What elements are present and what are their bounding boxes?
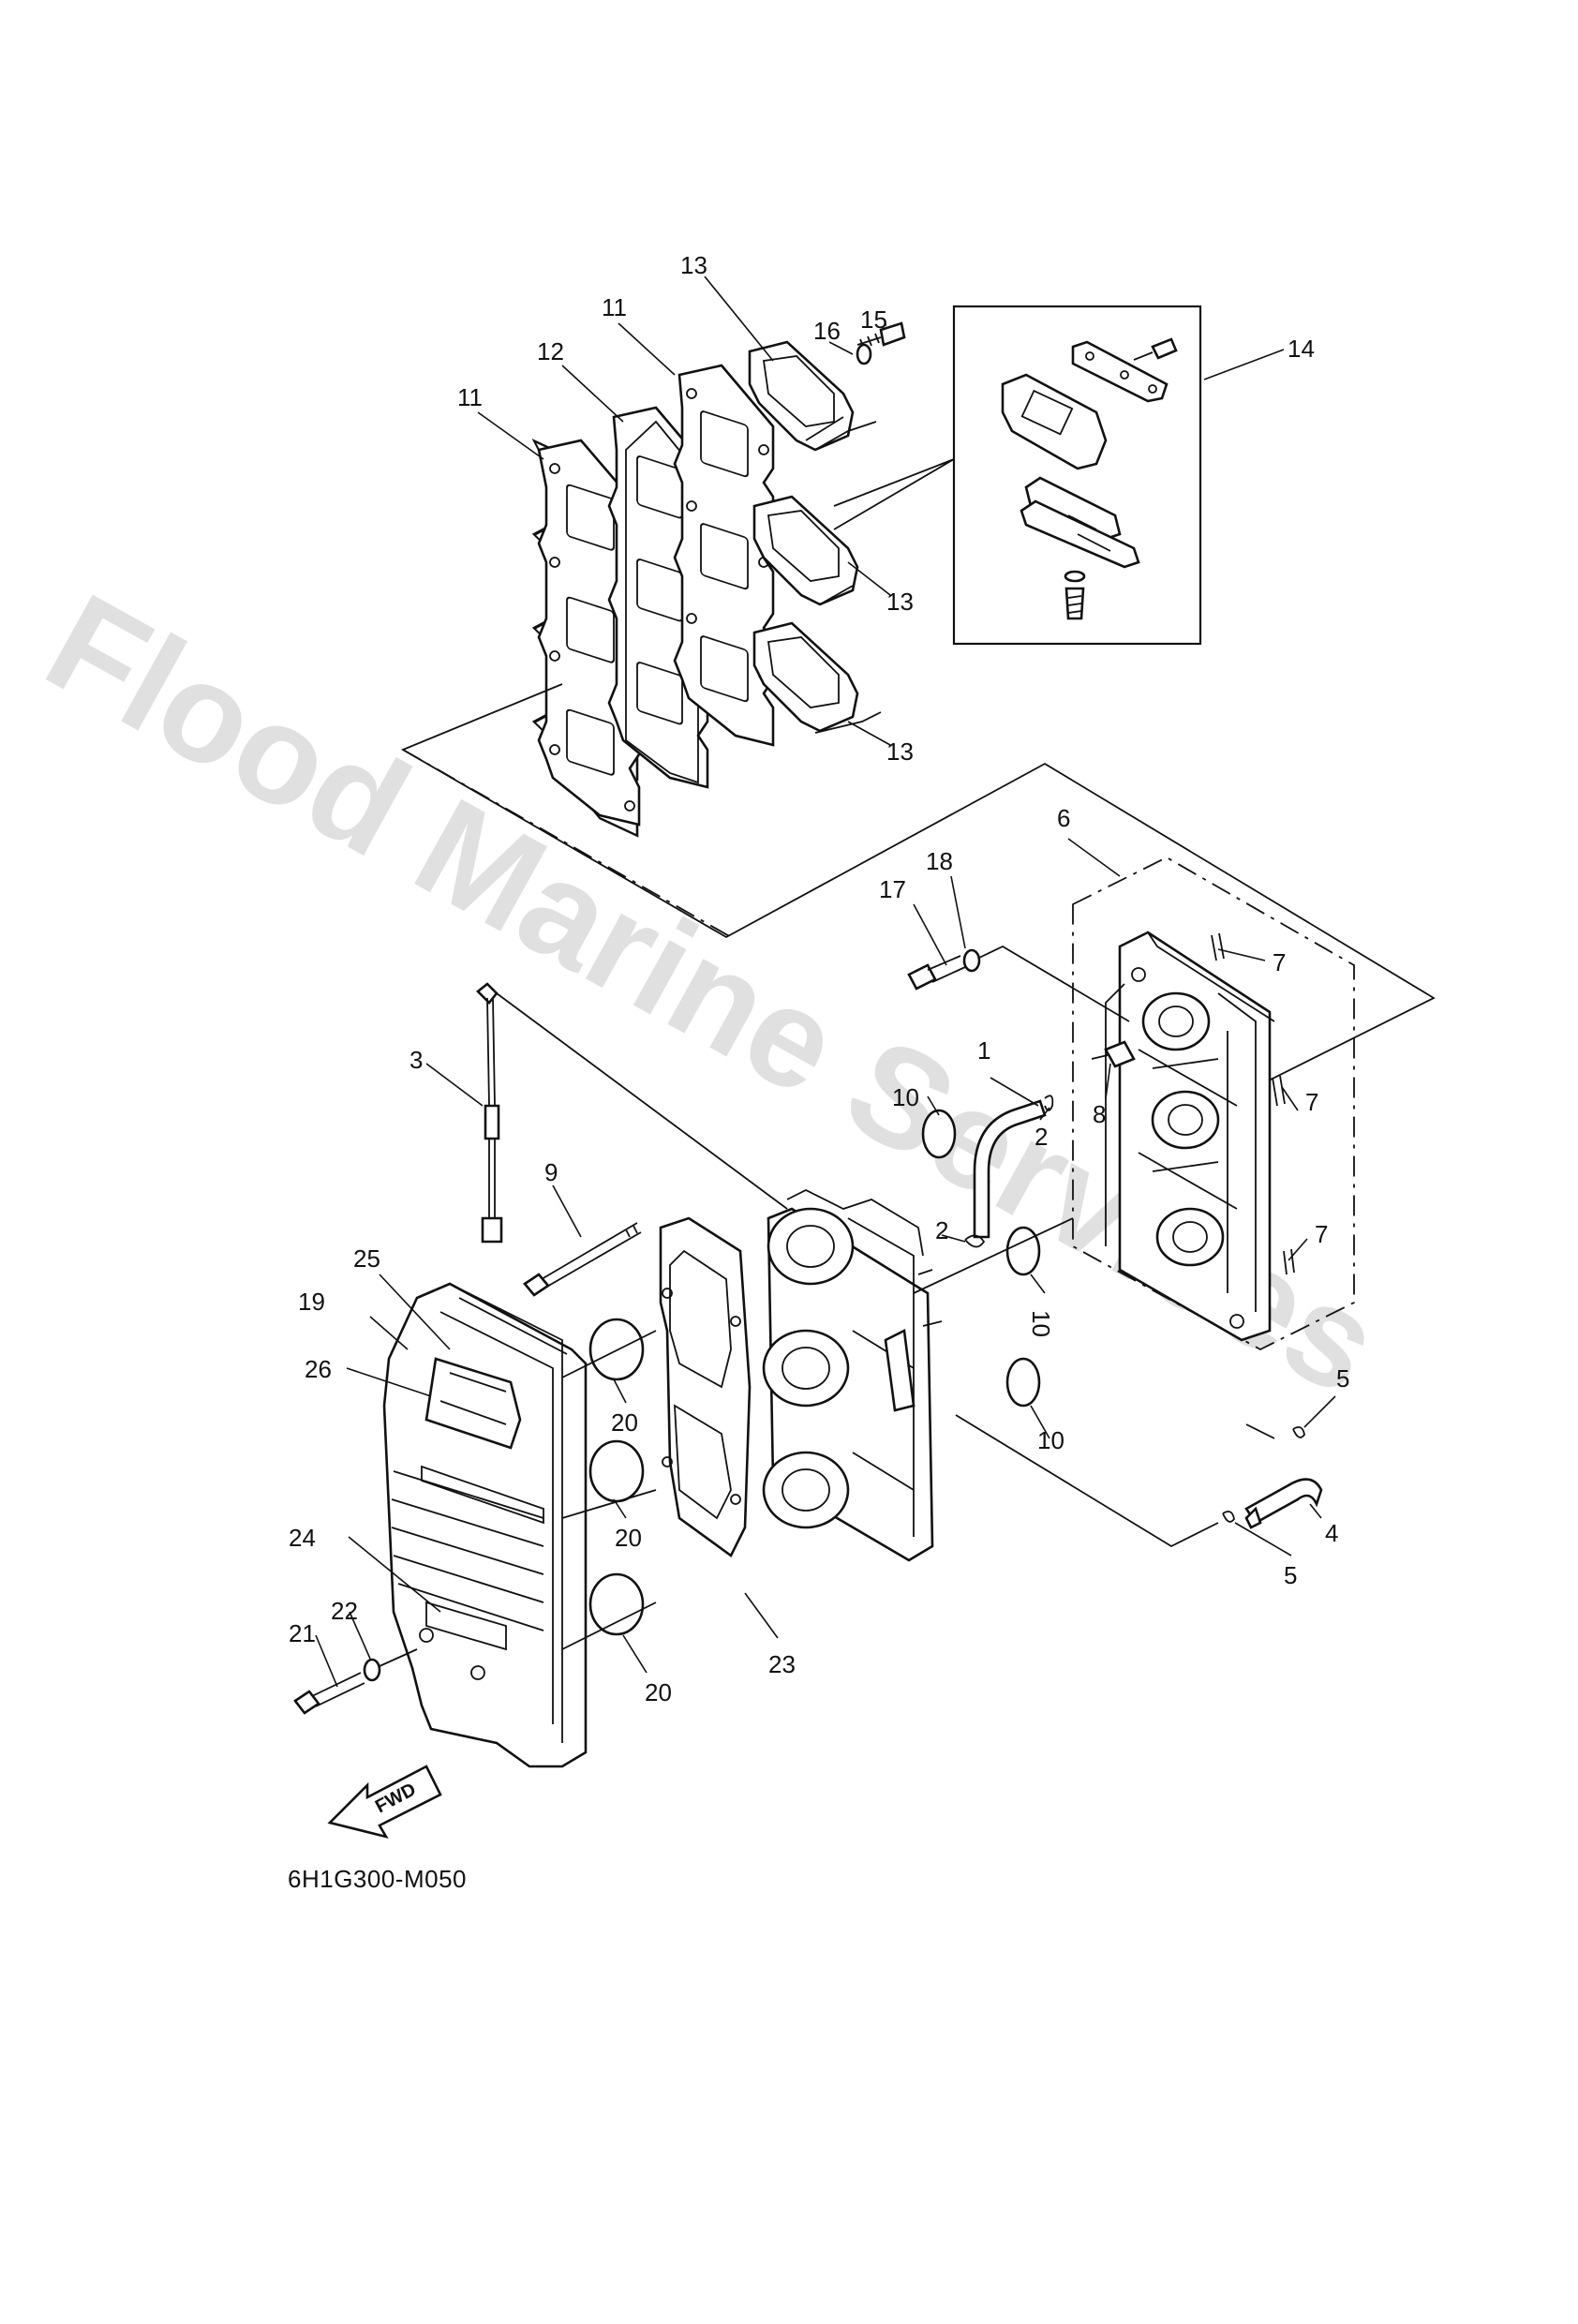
callout-11-upper: 11 [602,293,627,321]
callout-20-top: 20 [611,1408,638,1437]
leader-silencer-to-gasket [561,1330,657,1650]
pin-7-middle [1272,1075,1286,1107]
pin-7-top [1211,932,1225,961]
callout-3: 3 [409,1046,423,1074]
assembly-frame [400,683,1436,1107]
silencer-cover-19 [382,1282,588,1768]
callout-18: 18 [926,847,953,875]
washer-16 [856,343,872,365]
leader-carb-to-manifold [913,1217,1219,1548]
callout-2-lower: 2 [935,1216,948,1244]
carburetor-body [762,1188,943,1562]
clip-5-top [1245,1423,1305,1439]
callout-13-top: 13 [680,251,707,279]
callout-8: 8 [1093,1100,1106,1128]
callout-19: 19 [298,1288,325,1316]
callout-26: 26 [305,1355,332,1383]
callout-10-bottom: 10 [1037,1426,1064,1454]
reed-valve-13-middle [752,495,859,606]
callout-9: 9 [544,1158,558,1186]
callout-7-top: 7 [1273,948,1286,976]
callout-23: 23 [768,1650,796,1678]
leader-rod-to-carb [496,992,788,1210]
washer-18 [962,948,981,973]
callout-16: 16 [813,317,841,345]
callout-1: 1 [977,1036,990,1065]
fitting-8 [1091,1040,1136,1068]
o-ring-10-top [921,1109,957,1159]
callout-labels: 13 11 12 11 16 15 14 13 13 6 17 18 7 7 7… [289,251,1349,1706]
long-bolt-9 [523,1222,642,1297]
o-ring-20-mid [588,1439,645,1503]
callout-13-middle: 13 [886,588,914,616]
callout-20-bottom: 20 [645,1678,672,1706]
callout-13-bottom: 13 [886,737,914,766]
linkage-rod-3 [476,982,503,1244]
leader-inset-to-reed [833,458,955,530]
callout-20-mid: 20 [615,1524,642,1552]
clip-2-top [1044,1095,1054,1111]
gasket-11-left-plate [537,439,641,827]
callout-7-bottom: 7 [1315,1220,1328,1248]
callout-21: 21 [289,1619,316,1647]
o-ring-10-mid [1005,1226,1041,1276]
callout-25: 25 [353,1244,380,1273]
callout-4: 4 [1325,1519,1338,1547]
leader-washer-to-manifold [978,945,1130,1022]
fwd-arrow: FWD [327,1765,442,1840]
diagram-code: 6H1G300-M050 [288,1865,467,1893]
pin-7-bottom [1283,1248,1295,1275]
callout-5-top: 5 [1336,1364,1349,1393]
callout-5-bottom: 5 [1284,1561,1297,1589]
reed-valve-13-bottom [752,621,882,734]
reed-valve-13-top [748,340,877,452]
o-ring-20-bottom [588,1572,645,1636]
manifold-dashed-box-6 [1072,856,1355,1351]
hose-4 [1244,1478,1323,1529]
callout-24: 24 [289,1524,316,1552]
callout-22: 22 [331,1597,358,1625]
callout-6: 6 [1057,804,1070,832]
gasket-23 [659,1216,752,1557]
callout-17: 17 [879,875,906,903]
gasket-11-rear-plate [673,364,775,747]
callout-10-top: 10 [892,1083,919,1111]
intake-manifold-6 [1105,931,1275,1342]
assembly-frame-dash [402,749,732,938]
callout-15: 15 [860,305,887,334]
clip-5-bottom [1222,1511,1235,1523]
reed-gasket-stack [531,364,775,838]
bolt-17 [907,955,966,991]
bolt-21 [293,1672,365,1715]
callout-7-middle: 7 [1305,1088,1318,1116]
callout-leaders [315,276,1336,1688]
clip-2-bottom [964,1234,986,1248]
reed-valve-assembly-inset-14 [952,305,1202,646]
callout-2-upper: 2 [1035,1123,1048,1151]
callout-12: 12 [537,337,564,365]
callout-14: 14 [1288,335,1315,363]
callout-10-mid: 10 [1027,1310,1055,1337]
callout-11-lower: 11 [457,383,483,411]
o-ring-10-bottom [1005,1357,1041,1408]
washer-22 [363,1648,418,1682]
hose-1 [973,1099,1047,1239]
